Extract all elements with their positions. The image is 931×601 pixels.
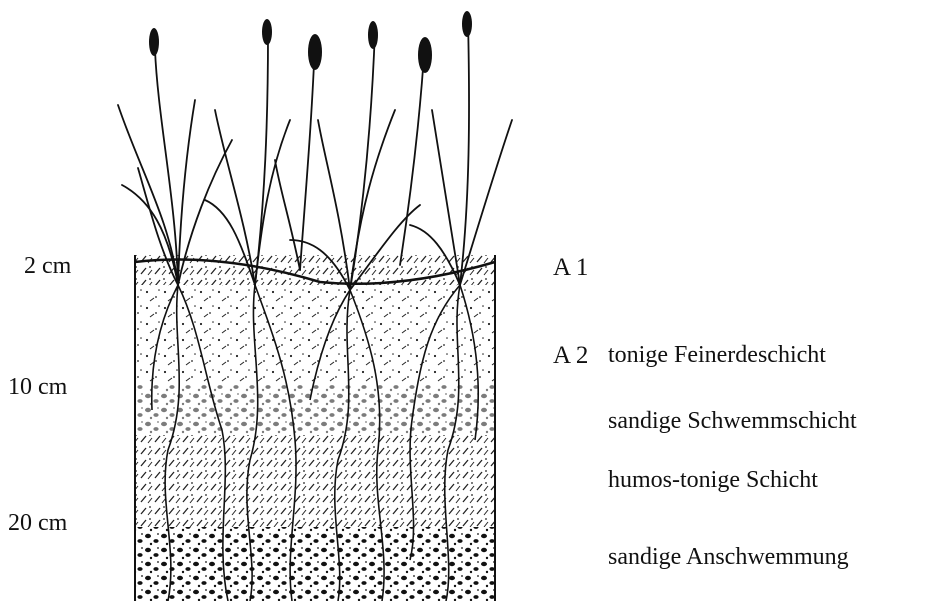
depth-label-2cm: 2 cm: [24, 254, 71, 278]
seed-heads: [149, 11, 472, 73]
layer-humic-clay: [135, 435, 495, 527]
horizon-label-a1: A 1: [553, 255, 588, 280]
layer-sandy-alluvium: [135, 527, 495, 601]
soil-block: [135, 255, 495, 601]
horizon-label-a2: A 2: [553, 343, 588, 368]
layer-sand-deposit: [135, 385, 495, 435]
depth-label-10cm: 10 cm: [8, 375, 67, 399]
layer-description-fine-earth: tonige Feinerdeschicht: [608, 343, 826, 367]
layer-fine-earth: [135, 285, 495, 385]
layer-description-humic-clay: humos-tonige Schicht: [608, 468, 818, 492]
depth-label-20cm: 20 cm: [8, 511, 67, 535]
layer-description-sandy-alluvium: sandige Anschwemmung: [608, 545, 849, 569]
layer-description-sand-deposit: sandige Schwemmschicht: [608, 409, 857, 433]
